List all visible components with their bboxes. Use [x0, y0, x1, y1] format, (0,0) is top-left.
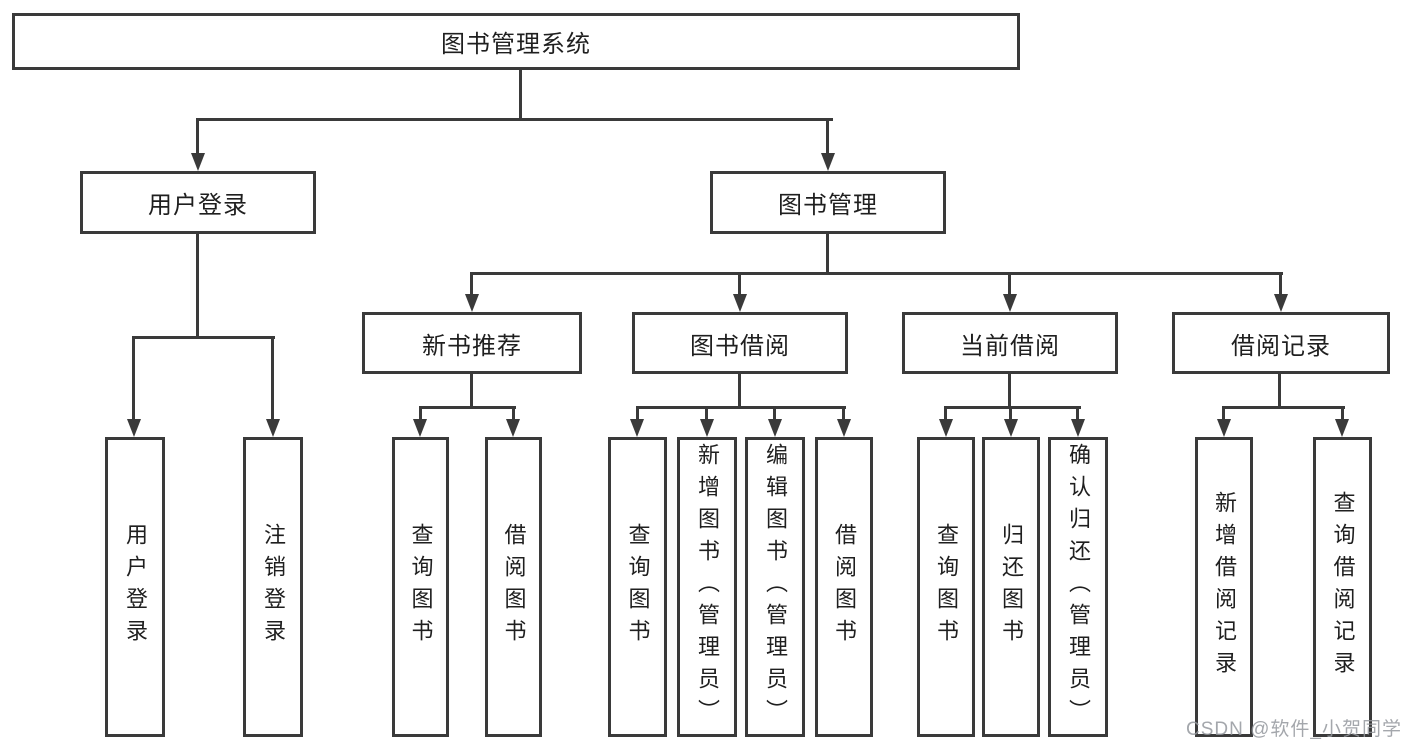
node-system-root: 图书管理系统	[12, 13, 1020, 70]
arrow-down-icon	[630, 419, 644, 437]
arrow-down-icon	[1003, 294, 1017, 312]
connector-line	[196, 118, 833, 121]
connector-line	[705, 406, 708, 422]
arrow-down-icon	[506, 419, 520, 437]
leaf-borrow-book-1: 借阅图书	[485, 437, 542, 737]
leaf-query-book-3: 查询图书	[917, 437, 975, 737]
connector-line	[419, 406, 422, 422]
arrow-down-icon	[768, 419, 782, 437]
leaf-add-book-admin: 新增图书（管理员）	[677, 437, 737, 737]
leaf-label: 查询图书	[934, 523, 959, 651]
connector-line	[470, 272, 473, 298]
arrow-down-icon	[1335, 419, 1349, 437]
leaf-label: 确认归还（管理员）	[1066, 443, 1091, 731]
leaf-return-book: 归还图书	[982, 437, 1040, 737]
csdn-watermark: CSDN @软件_小贺同学	[1186, 719, 1402, 740]
connector-line	[1278, 374, 1281, 408]
arrow-down-icon	[821, 153, 835, 171]
leaf-label: 编辑图书（管理员）	[763, 443, 788, 731]
connector-line	[470, 272, 1283, 275]
leaf-label: 归还图书	[999, 523, 1024, 651]
connector-line	[1009, 406, 1012, 422]
connector-line	[773, 406, 776, 422]
connector-line	[519, 68, 522, 120]
leaf-edit-book-admin: 编辑图书（管理员）	[745, 437, 805, 737]
connector-line	[419, 406, 516, 409]
leaf-label: 借阅图书	[501, 523, 527, 651]
leaf-label: 注销登录	[261, 523, 286, 651]
arrow-down-icon	[191, 153, 205, 171]
leaf-label: 查询图书	[625, 523, 651, 651]
leaf-label: 新增图书（管理员）	[695, 443, 720, 731]
connector-line	[826, 118, 829, 156]
leaf-label: 用户登录	[123, 523, 148, 651]
leaf-add-borrow-record: 新增借阅记录	[1195, 437, 1253, 737]
leaf-user-login: 用户登录	[105, 437, 165, 737]
connector-line	[1222, 406, 1225, 422]
connector-line	[1008, 272, 1011, 298]
leaf-label: 新增借阅记录	[1212, 491, 1237, 683]
arrow-down-icon	[837, 419, 851, 437]
node-current-borrow: 当前借阅	[902, 312, 1118, 374]
connector-line	[826, 234, 829, 275]
arrow-down-icon	[266, 419, 280, 437]
connector-line	[512, 406, 515, 422]
connector-line	[1008, 374, 1011, 408]
arrow-down-icon	[733, 294, 747, 312]
connector-line	[1341, 406, 1344, 422]
arrow-down-icon	[939, 419, 953, 437]
connector-line	[1279, 272, 1282, 298]
node-new-book-recommend: 新书推荐	[362, 312, 582, 374]
connector-line	[196, 118, 199, 156]
arrow-down-icon	[1004, 419, 1018, 437]
connector-line	[196, 234, 199, 338]
arrow-down-icon	[700, 419, 714, 437]
connector-line	[470, 374, 473, 408]
node-book-management: 图书管理	[710, 171, 946, 234]
leaf-query-borrow-record: 查询借阅记录	[1313, 437, 1372, 737]
connector-line	[132, 336, 135, 422]
leaf-label: 借阅图书	[832, 523, 857, 651]
connector-line	[1222, 406, 1345, 409]
connector-line	[738, 374, 741, 408]
arrow-down-icon	[1217, 419, 1231, 437]
node-book-borrow: 图书借阅	[632, 312, 848, 374]
leaf-confirm-return-admin: 确认归还（管理员）	[1048, 437, 1108, 737]
arrow-down-icon	[1274, 294, 1288, 312]
leaf-query-book-2: 查询图书	[608, 437, 667, 737]
leaf-query-book-1: 查询图书	[392, 437, 449, 737]
connector-line	[271, 336, 274, 422]
leaf-label: 查询借阅记录	[1330, 491, 1356, 683]
leaf-label: 查询图书	[408, 523, 434, 651]
connector-line	[944, 406, 947, 422]
connector-line	[944, 406, 1081, 409]
node-borrow-record: 借阅记录	[1172, 312, 1390, 374]
connector-line	[842, 406, 845, 422]
connector-line	[1076, 406, 1079, 422]
arrow-down-icon	[127, 419, 141, 437]
connector-line	[132, 336, 275, 339]
connector-line	[636, 406, 846, 409]
arrow-down-icon	[1071, 419, 1085, 437]
connector-line	[738, 272, 741, 298]
connector-line	[636, 406, 639, 422]
arrow-down-icon	[465, 294, 479, 312]
node-user-login: 用户登录	[80, 171, 316, 234]
leaf-borrow-book-2: 借阅图书	[815, 437, 873, 737]
leaf-logout: 注销登录	[243, 437, 303, 737]
arrow-down-icon	[413, 419, 427, 437]
